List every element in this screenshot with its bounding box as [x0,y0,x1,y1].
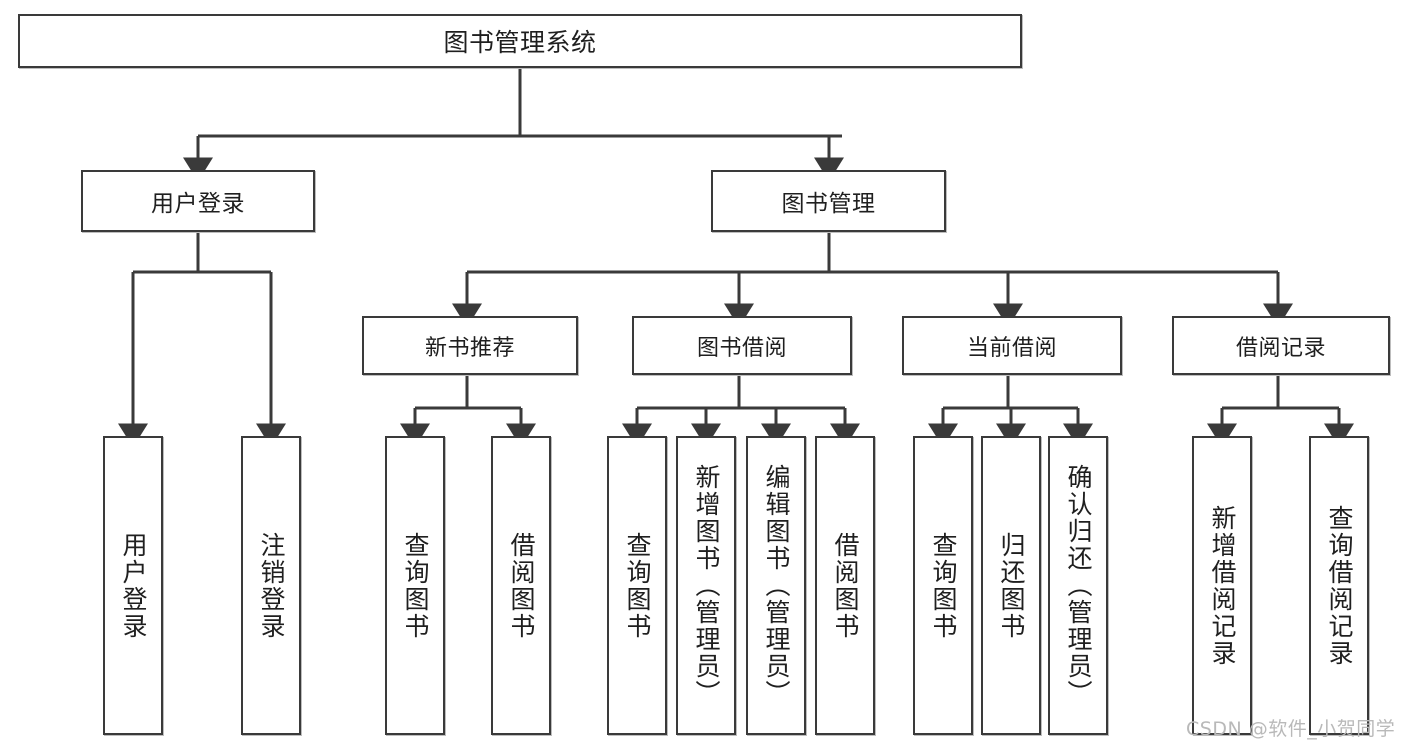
node-leaf-query-record-label: 查询借阅记录 [1325,504,1354,667]
csdn-watermark: CSDN @软件_小贺同学 [1186,718,1396,740]
node-book-management[interactable]: 图书管理 [711,170,946,232]
node-current-borrow-label: 当前借阅 [966,335,1057,361]
node-leaf-query-book-1[interactable]: 查询图书 [385,436,445,735]
node-current-borrow[interactable]: 当前借阅 [902,316,1122,375]
node-new-book-recommend-label: 新书推荐 [424,335,515,361]
node-leaf-logout-login[interactable]: 注销登录 [241,436,301,735]
node-root-label: 图书管理系统 [443,28,597,57]
node-leaf-query-record[interactable]: 查询借阅记录 [1309,436,1369,735]
node-leaf-add-record-label: 新增借阅记录 [1208,504,1237,667]
node-leaf-user-login-label: 用户登录 [119,531,148,640]
node-leaf-return-book[interactable]: 归还图书 [981,436,1041,735]
node-leaf-logout-login-label: 注销登录 [257,531,286,640]
node-borrow-record-label: 借阅记录 [1235,335,1326,361]
node-leaf-borrow-book-2-label: 借阅图书 [831,531,860,640]
node-book-management-label: 图书管理 [781,191,876,217]
node-leaf-confirm-return-label: 确认归还（管理员） [1064,464,1093,707]
node-book-borrow-label: 图书借阅 [696,335,787,361]
node-leaf-query-book-3-label: 查询图书 [929,531,958,640]
node-new-book-recommend[interactable]: 新书推荐 [362,316,578,375]
node-user-login-label: 用户登录 [151,191,245,217]
node-leaf-edit-book[interactable]: 编辑图书（管理员） [746,436,806,735]
node-leaf-borrow-book-1[interactable]: 借阅图书 [491,436,551,735]
node-leaf-query-book-1-label: 查询图书 [401,531,430,640]
node-borrow-record[interactable]: 借阅记录 [1172,316,1390,375]
node-leaf-return-book-label: 归还图书 [997,531,1026,640]
node-leaf-query-book-3[interactable]: 查询图书 [913,436,973,735]
node-leaf-query-book-2-label: 查询图书 [623,531,652,640]
node-leaf-edit-book-label: 编辑图书（管理员） [762,464,791,707]
node-user-login[interactable]: 用户登录 [81,170,315,232]
node-leaf-query-book-2[interactable]: 查询图书 [607,436,667,735]
node-root[interactable]: 图书管理系统 [18,14,1022,68]
node-leaf-borrow-book-1-label: 借阅图书 [507,531,536,640]
node-book-borrow[interactable]: 图书借阅 [632,316,852,375]
node-leaf-confirm-return[interactable]: 确认归还（管理员） [1048,436,1108,735]
node-leaf-add-book-label: 新增图书（管理员） [692,464,721,707]
node-leaf-borrow-book-2[interactable]: 借阅图书 [815,436,875,735]
node-leaf-add-book[interactable]: 新增图书（管理员） [676,436,736,735]
node-leaf-add-record[interactable]: 新增借阅记录 [1192,436,1252,735]
node-leaf-user-login[interactable]: 用户登录 [103,436,163,735]
